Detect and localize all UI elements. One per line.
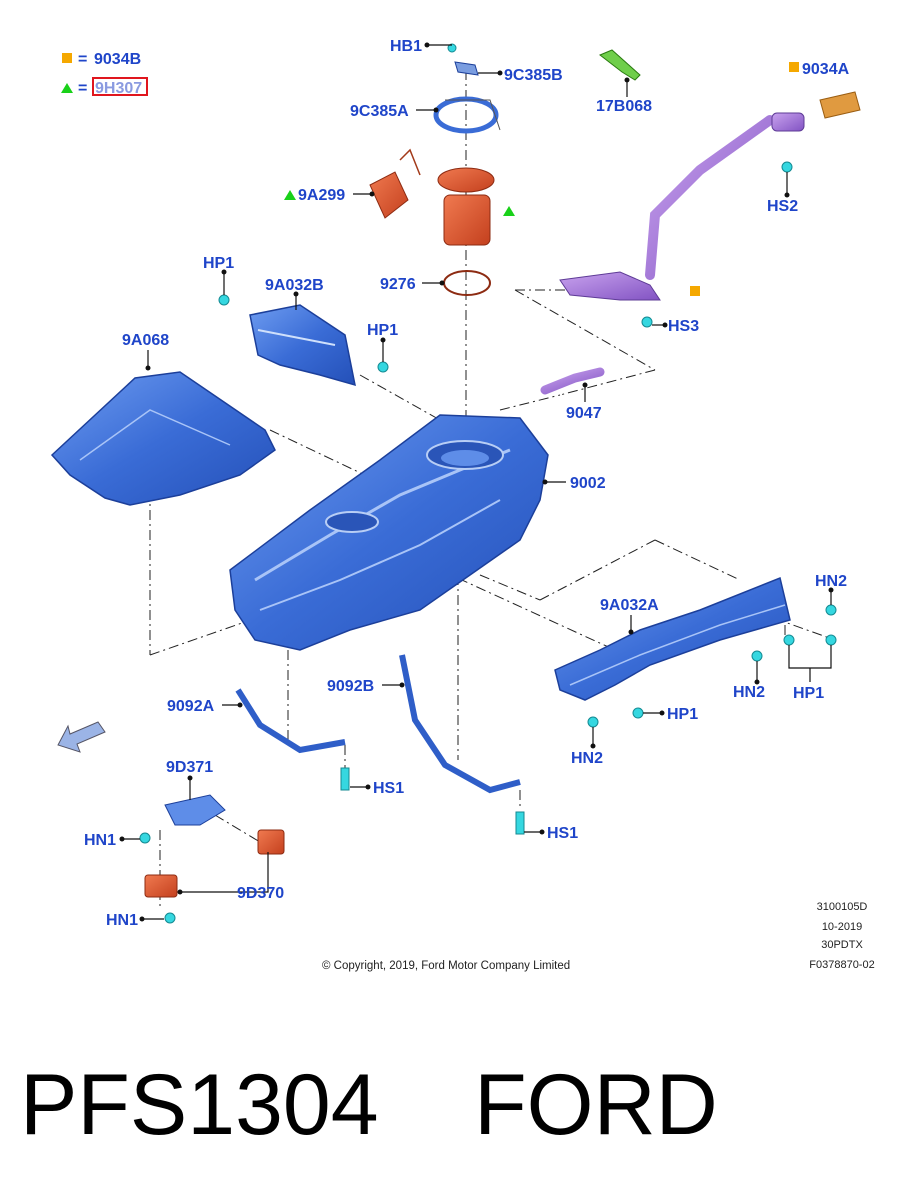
legend-equals: = <box>78 51 87 68</box>
drawing-date: 10-2019 <box>822 921 862 933</box>
filler-pipe <box>559 91 861 301</box>
strap-9092b <box>399 654 521 794</box>
label-hn1-a: HN1 <box>84 832 116 849</box>
module-9d370-a <box>257 829 285 855</box>
label-17b068: 17B068 <box>596 98 652 115</box>
drawing-model: 30PDTX <box>821 939 863 951</box>
label-9276: 9276 <box>380 276 416 293</box>
bracket-9c385b <box>454 61 479 76</box>
fuel-pump-module <box>369 148 495 246</box>
label-9a068: 9A068 <box>122 332 169 349</box>
label-hs1-a: HS1 <box>373 780 404 797</box>
vent-hose-9047 <box>540 367 605 395</box>
front-direction-arrow-icon <box>57 721 106 753</box>
label-hs3: HS3 <box>668 318 699 335</box>
legend-triangle-code: 9H307 <box>95 80 142 97</box>
label-9c385a: 9C385A <box>350 103 409 120</box>
label-9092a: 9092A <box>167 698 215 715</box>
label-9a299: 9A299 <box>298 187 345 204</box>
strap-9092a <box>235 688 346 754</box>
square-symbol-icon <box>62 53 72 63</box>
label-hp1-a: HP1 <box>203 255 234 272</box>
legend-square-code: 9034B <box>94 51 141 68</box>
legend-equals-2: = <box>78 80 87 97</box>
label-9d370: 9D370 <box>237 885 284 902</box>
heat-shield-9a032b <box>249 304 356 387</box>
square-marker-icon <box>690 286 700 296</box>
label-hn1-b: HN1 <box>106 912 138 929</box>
label-9002: 9002 <box>570 475 606 492</box>
fasteners <box>139 43 837 924</box>
gasket-9276 <box>443 270 491 296</box>
label-9092b: 9092B <box>327 678 374 695</box>
label-hb1: HB1 <box>390 38 422 55</box>
triangle-marker-icon <box>503 206 515 216</box>
module-9d370-b <box>144 874 178 898</box>
label-9034a: 9034A <box>802 61 850 78</box>
label-hn2-a: HN2 <box>815 573 847 590</box>
green-part-17b068 <box>599 49 641 81</box>
lock-ring-9c385a <box>433 96 501 134</box>
heat-shield-9a068 <box>50 371 276 506</box>
drawing-info: 3100105D 10-2019 30PDTX F0378870-02 <box>809 901 874 971</box>
bracket-9d371 <box>164 794 226 826</box>
drawing-number: F0378870-02 <box>809 959 874 971</box>
label-9047: 9047 <box>566 405 602 422</box>
part-labels: HB1 9C385B 9C385A 17B068 9034A 9A299 HS2… <box>84 38 850 929</box>
drawing-code: 3100105D <box>817 901 868 913</box>
leader-lines <box>119 42 834 922</box>
heat-shield-9a032a <box>554 576 791 701</box>
copyright-text: © Copyright, 2019, Ford Motor Company Li… <box>322 960 570 972</box>
label-hp1-c: HP1 <box>793 685 824 702</box>
part-caption: PFS1304 FORD <box>20 1057 718 1153</box>
square-marker-icon <box>789 62 799 72</box>
label-hs2: HS2 <box>767 198 798 215</box>
exploded-parts-diagram: = 9034B = 9H307 <box>50 38 875 972</box>
label-hp1-b: HP1 <box>367 322 398 339</box>
label-hn2-c: HN2 <box>571 750 603 767</box>
triangle-marker-icon <box>284 190 296 200</box>
label-hs1-b: HS1 <box>547 825 578 842</box>
label-9a032a: 9A032A <box>600 597 659 614</box>
label-hn2-b: HN2 <box>733 684 765 701</box>
legend: = 9034B = 9H307 <box>61 51 148 97</box>
triangle-symbol-icon <box>61 83 73 93</box>
highlight-box <box>92 77 148 96</box>
label-hp1-d: HP1 <box>667 706 698 723</box>
label-9c385b: 9C385B <box>504 67 563 84</box>
label-9d371: 9D371 <box>166 759 213 776</box>
label-9a032b: 9A032B <box>265 277 324 294</box>
fuel-tank <box>229 414 549 651</box>
